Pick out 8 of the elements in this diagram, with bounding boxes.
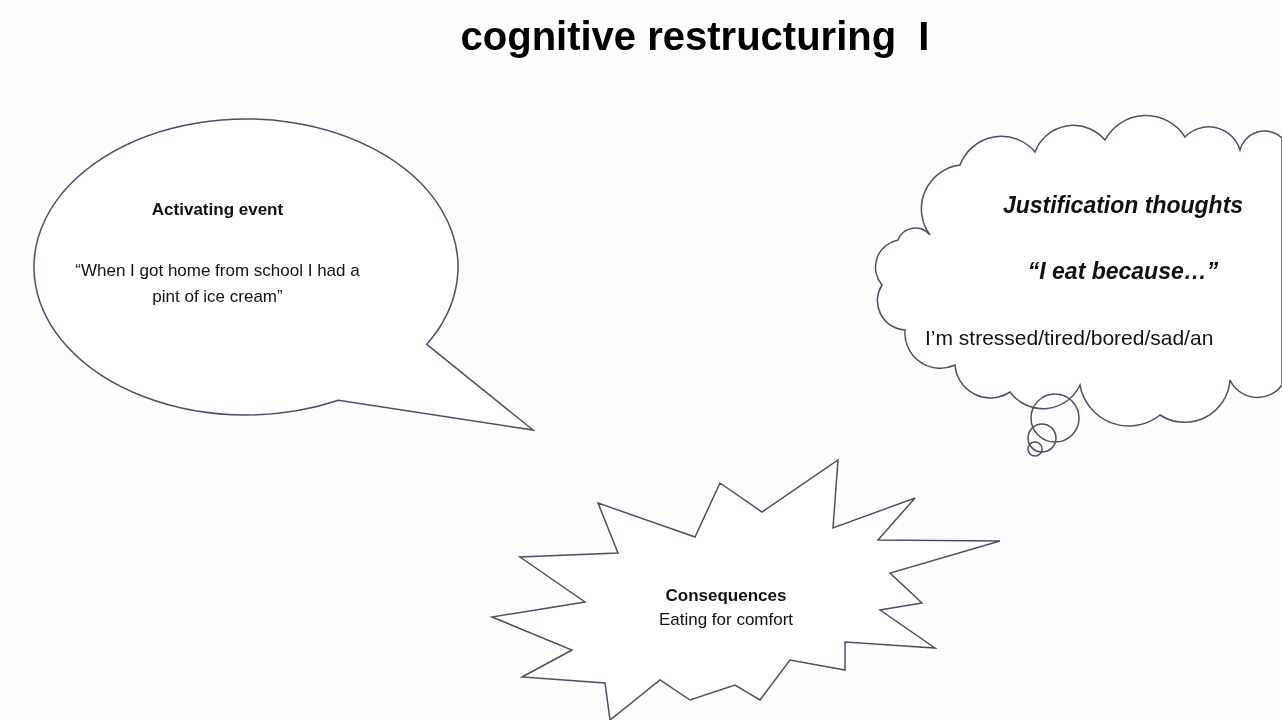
quote-text: “When I got home from school I had a pint of ice cream”: [75, 260, 360, 308]
heading: Consequences: [664, 585, 788, 607]
body-text: Eating for comfort: [657, 609, 795, 631]
slide-title: cognitive restructuring I: [459, 14, 931, 59]
heading: Justification thoughts: [1001, 191, 1245, 220]
body-text: I’m stressed/tired/bored/sad/an: [925, 325, 1215, 351]
heading: Activating event: [150, 199, 285, 221]
quote-text: “I eat because…”: [1026, 257, 1220, 286]
